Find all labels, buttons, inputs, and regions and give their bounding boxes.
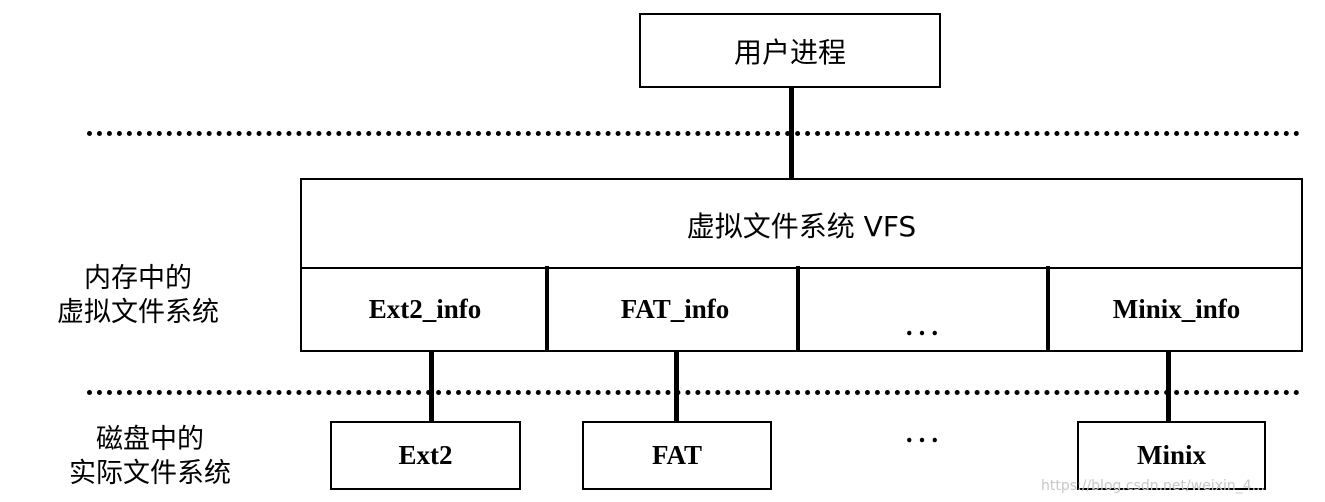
connector-fat bbox=[674, 352, 679, 422]
vfs-divider-3 bbox=[1046, 266, 1050, 352]
vfs-slot-fat-info: FAT_info bbox=[620, 294, 730, 324]
user-process-box: 用户进程 bbox=[639, 13, 941, 88]
memory-label: 内存中的 虚拟文件系统 bbox=[28, 262, 248, 330]
disk-box-minix: Minix bbox=[1077, 421, 1266, 490]
disk-box-minix-label: Minix bbox=[1136, 440, 1206, 470]
vfs-divider-1 bbox=[545, 266, 549, 352]
disk-ellipsis: ... bbox=[905, 418, 945, 448]
separator-top bbox=[87, 131, 1300, 136]
separator-bottom bbox=[87, 390, 1300, 395]
disk-box-ext2: Ext2 bbox=[330, 421, 521, 490]
disk-box-fat: FAT bbox=[582, 421, 772, 490]
vfs-slot-minix-info: Minix_info bbox=[1112, 294, 1241, 324]
connector-minix bbox=[1166, 352, 1171, 422]
vfs-box: 虚拟文件系统 VFS Ext2_info FAT_info ... Minix_… bbox=[300, 178, 1303, 352]
vfs-title: 虚拟文件系统 VFS bbox=[686, 210, 917, 243]
memory-label-line1: 内存中的 bbox=[84, 263, 192, 294]
disk-label-line2: 实际文件系统 bbox=[69, 458, 231, 489]
vfs-slot-ellipsis: ... bbox=[905, 311, 945, 341]
connector-ext2 bbox=[429, 352, 434, 422]
vfs-divider-2 bbox=[796, 266, 800, 352]
user-process-label: 用户进程 bbox=[733, 35, 846, 69]
disk-box-fat-label: FAT bbox=[652, 440, 702, 470]
disk-box-ext2-label: Ext2 bbox=[398, 440, 453, 470]
memory-label-line2: 虚拟文件系统 bbox=[57, 297, 219, 328]
disk-label: 磁盘中的 实际文件系统 bbox=[40, 423, 260, 491]
vfs-slot-ext2-info: Ext2_info bbox=[368, 294, 482, 324]
vfs-divider bbox=[302, 267, 1301, 269]
watermark: https://blog.csdn.net/weixin_4... bbox=[1040, 478, 1265, 494]
disk-label-line1: 磁盘中的 bbox=[96, 424, 204, 455]
